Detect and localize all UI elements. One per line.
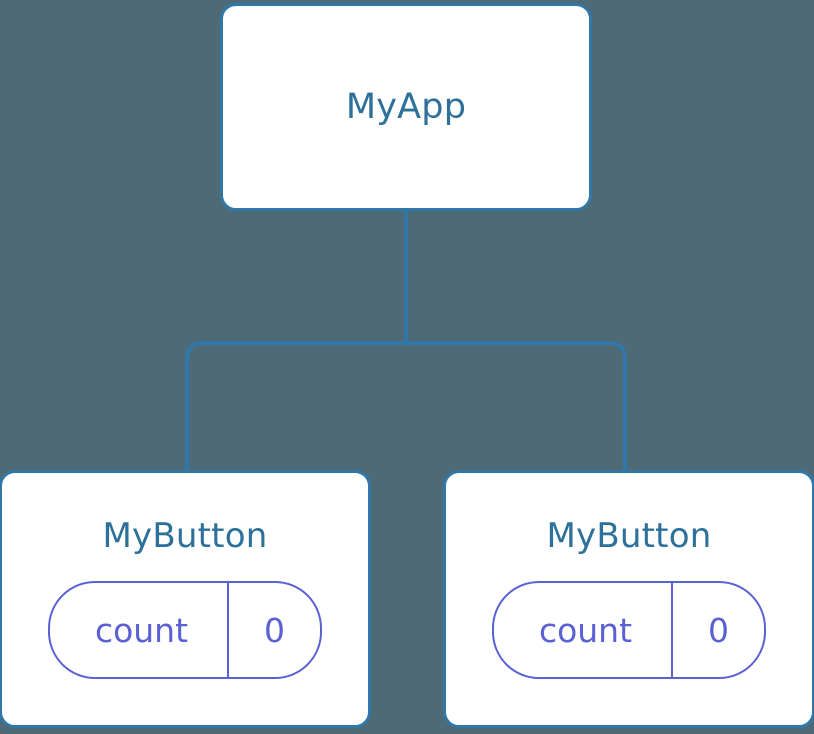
state-key-2: count [538, 610, 633, 650]
state-value-1: 0 [227, 583, 320, 677]
edge-root-to-child-2 [406, 341, 627, 474]
node-mybutton-1-label: MyButton [102, 516, 268, 556]
node-myapp[interactable]: MyApp [220, 3, 592, 211]
node-mybutton-1[interactable]: MyButton count 0 [0, 470, 371, 728]
state-pill-1[interactable]: count 0 [48, 581, 322, 679]
node-mybutton-2-label: MyButton [546, 516, 712, 556]
node-myapp-label: MyApp [345, 86, 467, 127]
edge-root-to-child-1 [185, 341, 406, 474]
state-value-2: 0 [671, 583, 764, 677]
node-mybutton-2[interactable]: MyButton count 0 [443, 470, 814, 728]
state-key-1: count [94, 610, 189, 650]
state-pill-2[interactable]: count 0 [492, 581, 766, 679]
